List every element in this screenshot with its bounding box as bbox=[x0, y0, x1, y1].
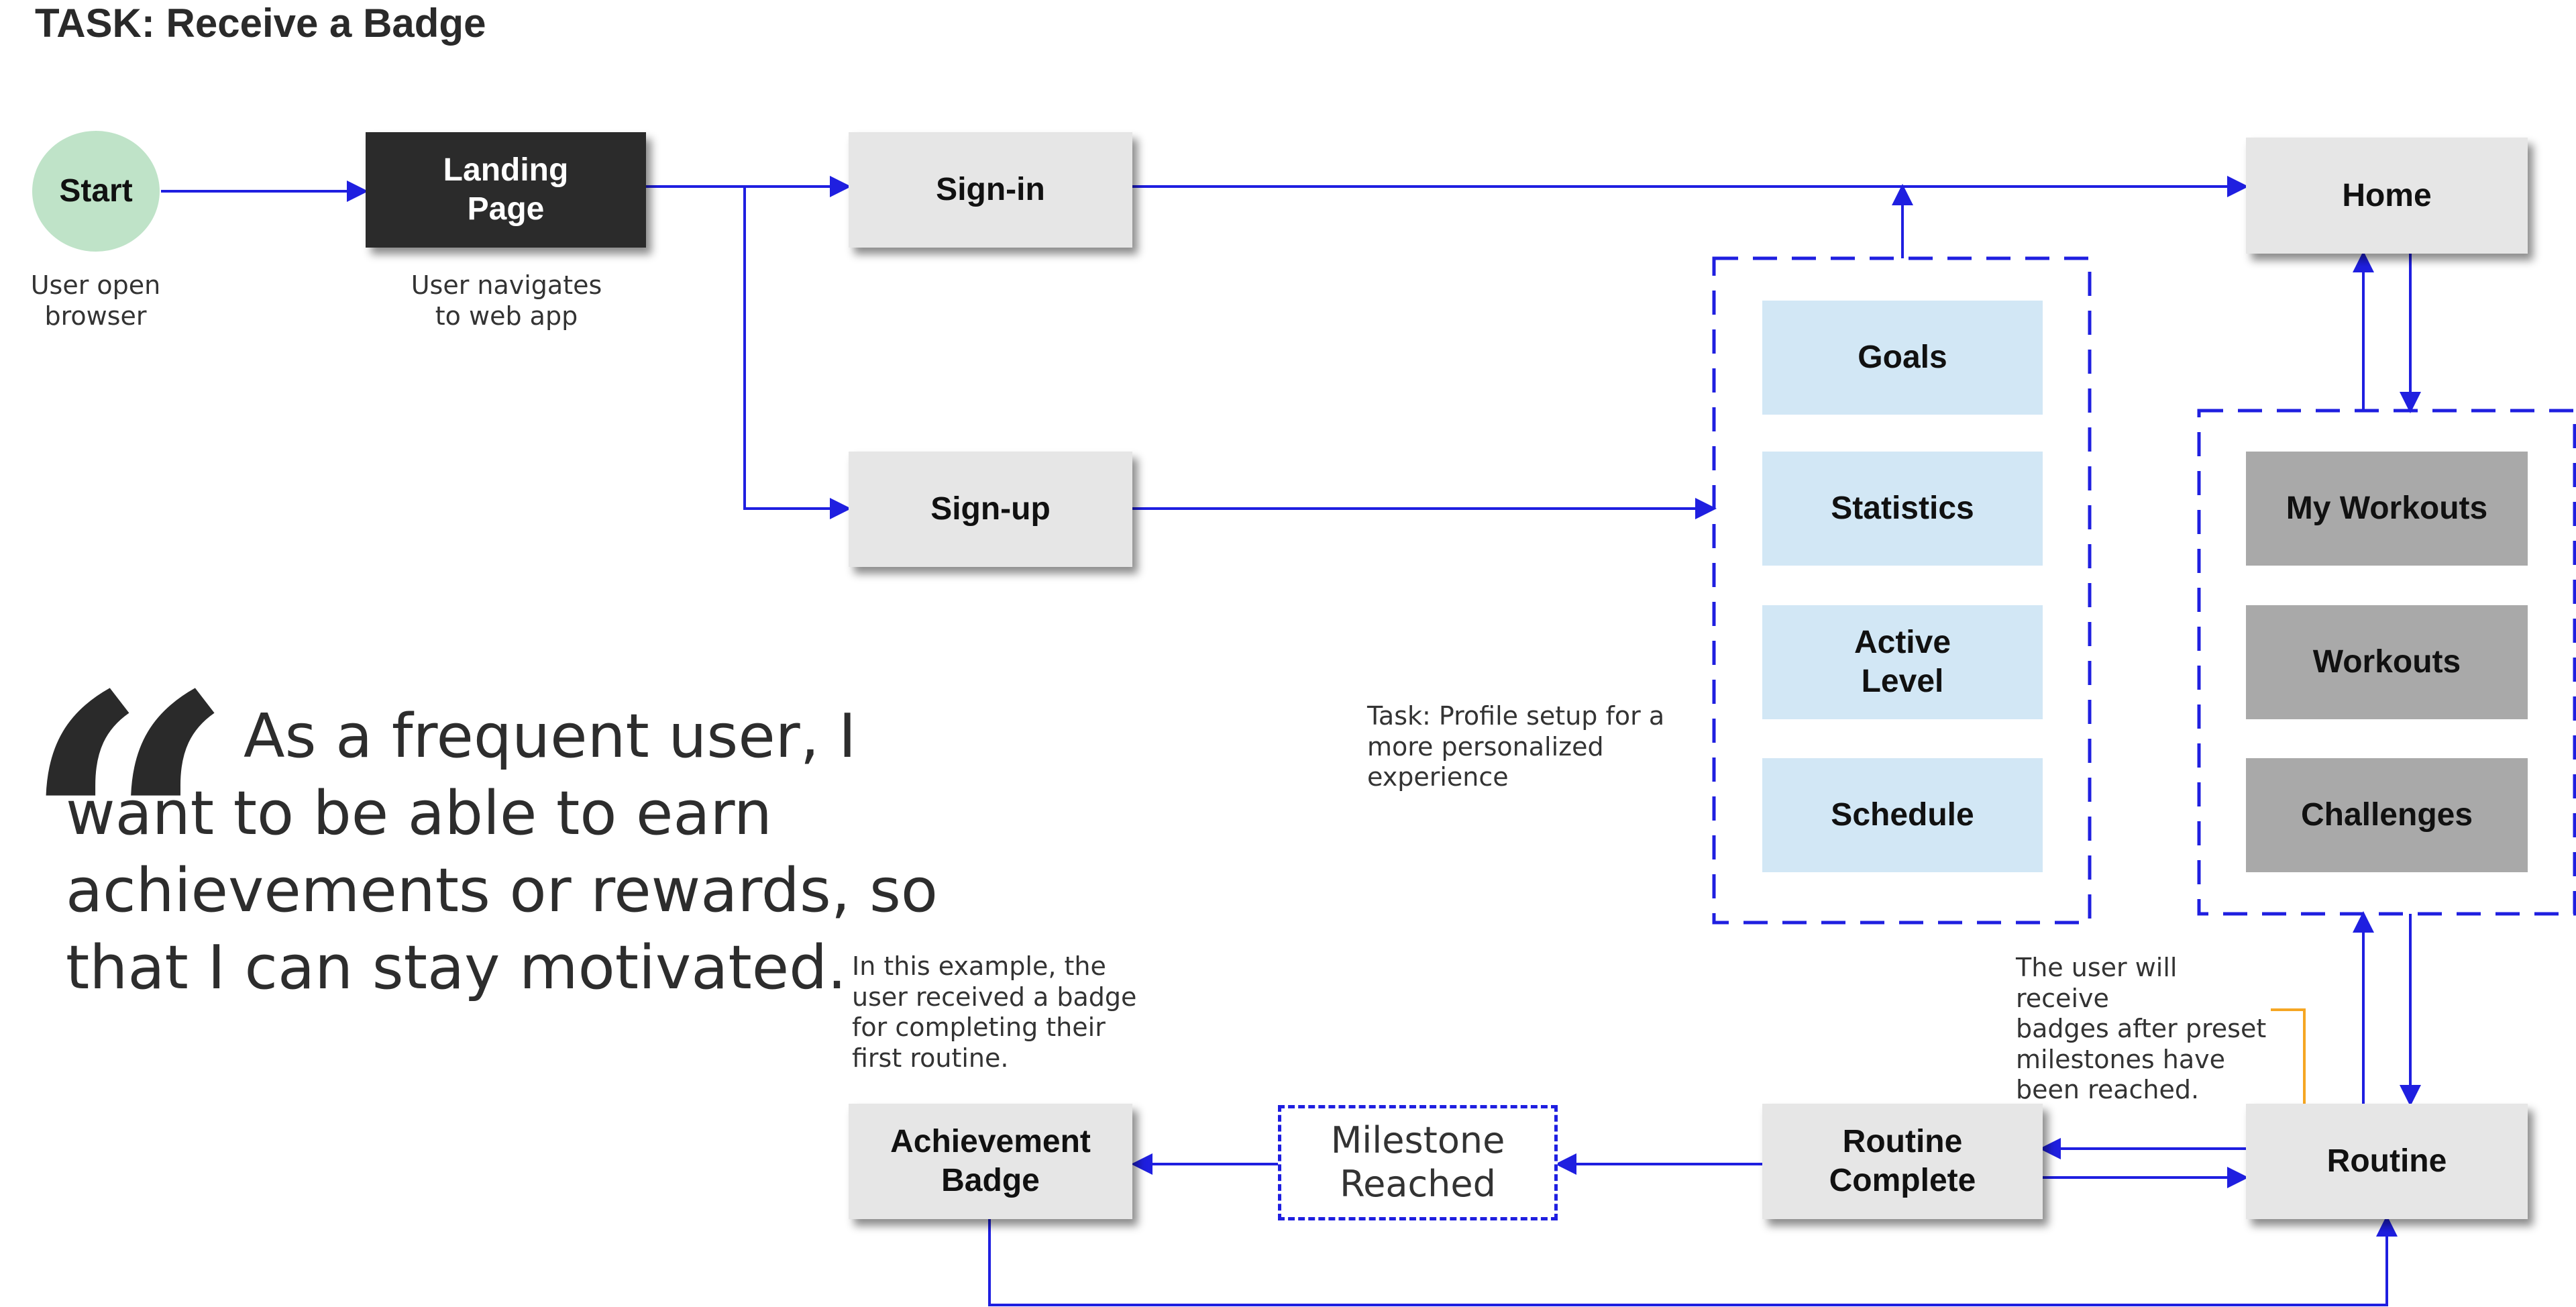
arrow-badge-to-routine bbox=[988, 1215, 2398, 1306]
navigation-menu-group bbox=[2197, 409, 2576, 916]
active-level-node: Active Level bbox=[1762, 605, 2043, 719]
sign-up-node: Sign-up bbox=[849, 452, 1132, 567]
my-workouts-node: My Workouts bbox=[2246, 452, 2528, 566]
badge-example-note: In this example, the user received a bad… bbox=[852, 951, 1137, 1073]
challenges-node: Challenges bbox=[2246, 758, 2528, 872]
landing-page-caption: User navigates to web app bbox=[411, 270, 602, 331]
profile-setup-group bbox=[1712, 256, 2092, 925]
start-node: Start bbox=[32, 131, 160, 252]
routine-node: Routine bbox=[2246, 1104, 2528, 1219]
landing-page-node: Landing Page bbox=[366, 132, 646, 248]
statistics-node: Statistics bbox=[1762, 452, 2043, 566]
routine-complete-node: Routine Complete bbox=[1762, 1104, 2043, 1219]
quote-mark-icon: “ bbox=[20, 615, 237, 1056]
task-title: TASK: Receive a Badge bbox=[35, 1, 486, 46]
achievement-badge-node: Achievement Badge bbox=[849, 1104, 1132, 1219]
profile-task-note: Task: Profile setup for a more personali… bbox=[1367, 701, 1665, 792]
home-node: Home bbox=[2246, 138, 2528, 254]
schedule-node: Schedule bbox=[1762, 758, 2043, 872]
start-caption: User open browser bbox=[30, 270, 161, 331]
goals-node: Goals bbox=[1762, 301, 2043, 415]
callout-line bbox=[2271, 1008, 2306, 1104]
badge-milestones-note: The user will receive badges after prese… bbox=[2016, 953, 2267, 1105]
workouts-node: Workouts bbox=[2246, 605, 2528, 719]
sign-in-node: Sign-in bbox=[849, 132, 1132, 248]
user-story-quote: As a frequent user, I want to be able to… bbox=[66, 701, 938, 1003]
milestone-reached-node: Milestone Reached bbox=[1278, 1105, 1558, 1220]
arrow-landing-to-signup bbox=[743, 187, 851, 519]
